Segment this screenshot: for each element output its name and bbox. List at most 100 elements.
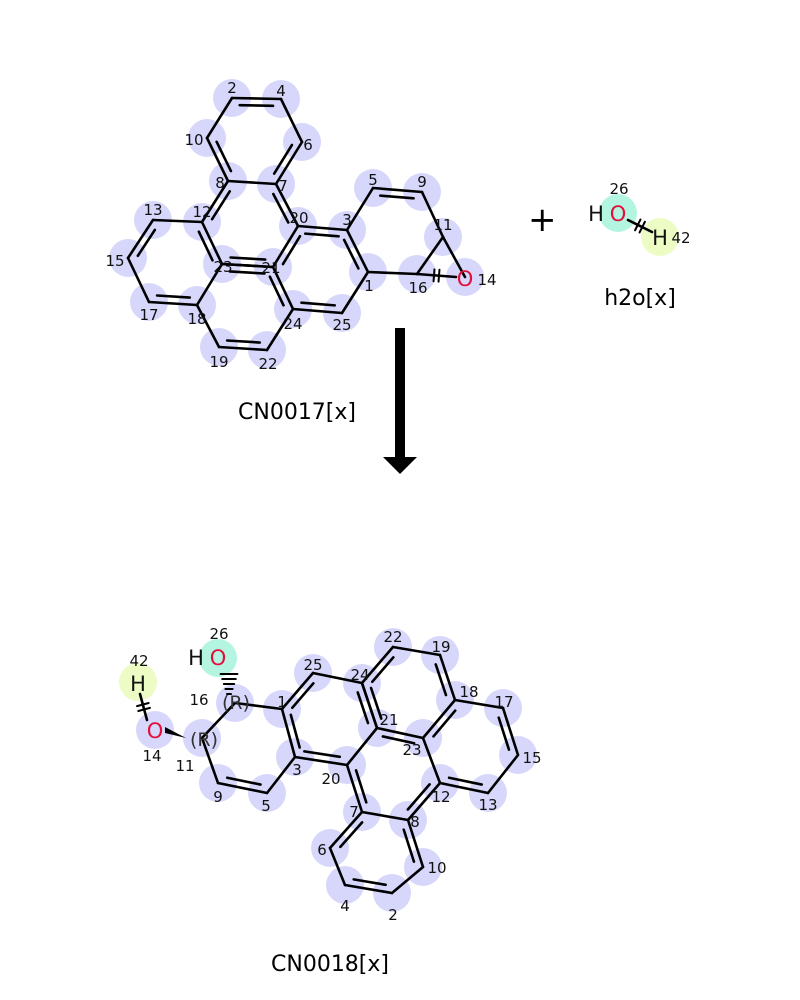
plus-sign: + [528, 200, 557, 240]
reactant-atom-number: 24 [283, 315, 302, 333]
reactant-double-bond-line [136, 228, 157, 258]
product-double-bond-line [354, 769, 368, 804]
product-atom-number: 19 [431, 638, 450, 656]
reactant-atom-number: 17 [139, 306, 158, 324]
product-bond [360, 810, 410, 822]
reactant-atom-number: 14 [477, 271, 496, 289]
product-bond [390, 865, 425, 895]
product-bond [375, 726, 425, 740]
product-bond [345, 726, 379, 767]
product-atom-number: 18 [459, 683, 478, 701]
water-bond [626, 218, 654, 234]
product-ho-h-symbol: H [188, 646, 204, 670]
product-bond [391, 645, 442, 657]
product-double-bond-line [369, 686, 383, 720]
product-bond-stereo-mark [137, 706, 151, 712]
reactant-bond [340, 270, 370, 315]
product-atom-number: 15 [522, 749, 541, 767]
product-atom-number: 12 [431, 788, 450, 806]
reactant-atom-number: 20 [289, 209, 308, 227]
reactant-bond [200, 220, 224, 266]
coreactant-name: h2o[x] [604, 286, 676, 311]
product-bond [311, 671, 364, 685]
reactant-atom-number: 12 [192, 203, 211, 221]
product-bond [438, 781, 490, 795]
product-bond [421, 698, 457, 740]
product-bond [453, 698, 505, 710]
reactant-bond [265, 307, 295, 352]
product-atom-number: 11 [175, 757, 194, 775]
reactant-bond [151, 218, 204, 224]
product-bond [486, 753, 520, 795]
product-double-bond-line [339, 821, 364, 849]
water-h2-symbol: H [652, 226, 668, 250]
reactant-bond [195, 262, 224, 307]
reactant-bond [226, 179, 278, 186]
water-h-symbol: H [588, 202, 604, 226]
product-bond [345, 763, 364, 814]
water-o-symbol: O [610, 202, 627, 226]
reactant-atom-number: 13 [143, 201, 162, 219]
stereo-label: (R) [190, 729, 218, 751]
product-atom-number: 9 [213, 788, 223, 806]
reactant-bond [420, 190, 445, 239]
product-atom-number: 3 [292, 761, 302, 779]
reaction-arrow [383, 328, 417, 474]
reactant-atom-number: 16 [408, 279, 427, 297]
reactant-double-bond-line [228, 270, 266, 275]
reactant-bond [205, 96, 234, 140]
product-bond [233, 701, 284, 711]
reactant-double-bond-line [210, 190, 232, 221]
reactant-bond-stereo-mark [437, 268, 441, 283]
water-bond-stereo-mark [634, 218, 642, 232]
reactant-atom-number: 9 [417, 173, 427, 191]
reactant-atom-number: 8 [215, 174, 225, 192]
reactant-atom-number: 23 [213, 258, 232, 276]
product-atom-number: 26 [209, 625, 228, 643]
reactant-bond [205, 136, 230, 183]
reactant-bond [126, 218, 155, 260]
product-atom-number: 22 [383, 628, 402, 646]
product-bond-stereo-mark [136, 702, 150, 708]
reactant-atom-number: 6 [303, 136, 313, 154]
product-double-bond-line [225, 776, 262, 786]
product-bond [360, 681, 379, 730]
product-bond [200, 701, 237, 740]
stereo-label: (R) [222, 692, 250, 714]
product-double-bond-line [289, 713, 301, 749]
reactant-atom-number: 22 [258, 355, 277, 373]
reactant-double-bond-line [155, 294, 192, 299]
reactant-double-bond-line [342, 238, 360, 270]
reactant-atom-number: 4 [276, 82, 286, 100]
reactant-bond [217, 345, 269, 352]
reactant-atom-number: 7 [278, 177, 288, 195]
product-atom-number: 7 [349, 803, 359, 821]
reactant-atom-number: 3 [342, 211, 352, 229]
product-atom-number: 1 [277, 693, 287, 711]
product-double-bond-line [447, 776, 484, 786]
product-solid-wedge-bond [165, 727, 186, 738]
product-bond [280, 707, 297, 759]
product-bond [265, 755, 297, 795]
water-hydrogen-highlight [641, 218, 679, 256]
reactant-bond [271, 224, 300, 269]
reactant-atom-number: 1 [364, 277, 374, 295]
product-atom-number: 13 [478, 796, 497, 814]
product-double-bond-line [370, 656, 395, 684]
reactant-oxygen-symbol: O [457, 267, 474, 291]
reactant-bond [415, 272, 458, 279]
product-atom-number: 6 [317, 841, 327, 859]
reactant-atom-number: 2 [227, 79, 237, 97]
reactant-atom-number: 21 [261, 259, 280, 277]
product-double-bond-line [402, 828, 416, 863]
product-bond [343, 883, 394, 895]
reactant-double-bond-line [281, 234, 302, 266]
reactant-double-bond-line [238, 103, 275, 108]
product-bond [406, 818, 425, 869]
water-oxygen-highlight [599, 194, 637, 232]
reactant-atom-number: 10 [184, 131, 203, 149]
reactant-atom-number: 5 [368, 171, 378, 189]
product-atom-highlight [199, 639, 237, 677]
product-atom-number: 14 [142, 747, 161, 765]
